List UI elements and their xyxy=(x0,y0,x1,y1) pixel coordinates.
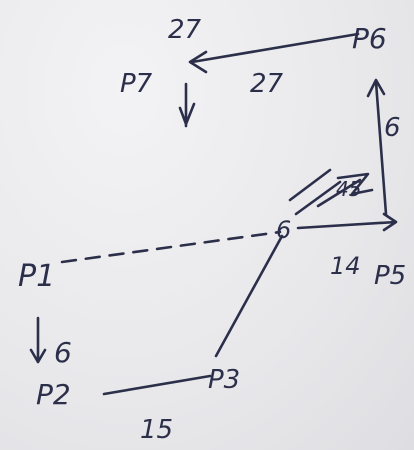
angle-arc xyxy=(288,168,362,216)
label-p5-p6-distance: 6 xyxy=(384,113,401,143)
label-p1-p2-distance: 6 xyxy=(54,336,72,369)
p6-to-p7-arrow xyxy=(188,32,360,74)
p5-to-p6-arrow xyxy=(366,78,388,216)
p3-to-p4-line xyxy=(214,234,284,358)
p1-to-p4-dashed-line xyxy=(60,230,282,264)
label-p4-p5-distance: 14 xyxy=(330,252,361,280)
label-p6: P6 xyxy=(352,22,387,55)
angle-scribble xyxy=(336,172,374,196)
label-angle: 45 xyxy=(336,177,361,201)
p1-to-p2-arrow xyxy=(29,316,47,364)
label-p5: P5 xyxy=(374,261,406,291)
label-p7: P7 xyxy=(120,69,153,99)
label-p6-p7-distance-top: 27 xyxy=(168,15,202,45)
label-p2-p3-distance: 15 xyxy=(140,415,173,445)
label-p1: P1 xyxy=(18,259,55,294)
label-p3: P3 xyxy=(208,365,240,395)
label-p6-p7-distance: 27 xyxy=(250,69,284,99)
p7-down-arrow xyxy=(178,82,196,128)
p4-to-p5-arrow xyxy=(296,212,398,232)
label-p4: 6 xyxy=(276,216,291,244)
p2-to-p3-line xyxy=(102,374,212,396)
label-p2: P2 xyxy=(36,378,71,411)
